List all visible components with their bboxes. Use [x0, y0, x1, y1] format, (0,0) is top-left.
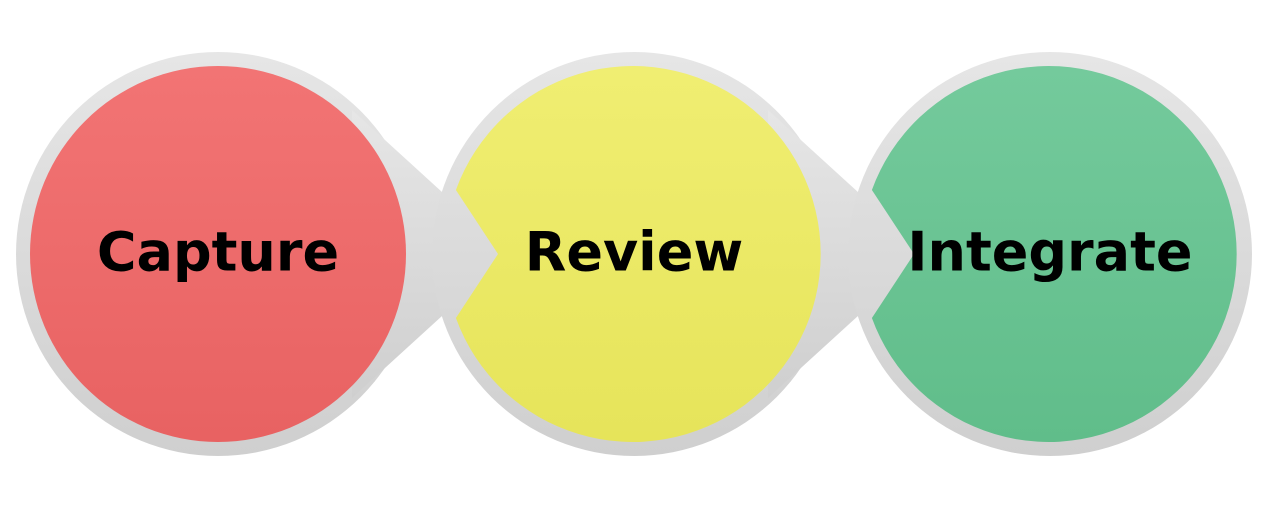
- step-circle-integrate: [871, 65, 1237, 442]
- step-circle-capture: [30, 66, 406, 442]
- step-label-review: Review: [525, 221, 743, 284]
- step-integrate: Integrate: [871, 65, 1237, 442]
- step-circle-review: [455, 65, 821, 442]
- step-capture: Capture: [30, 66, 406, 442]
- step-review: Review: [455, 65, 821, 442]
- arrow-connector-2: [768, 110, 926, 398]
- step-label-capture: Capture: [97, 221, 339, 284]
- step-label-integrate: Integrate: [907, 221, 1192, 284]
